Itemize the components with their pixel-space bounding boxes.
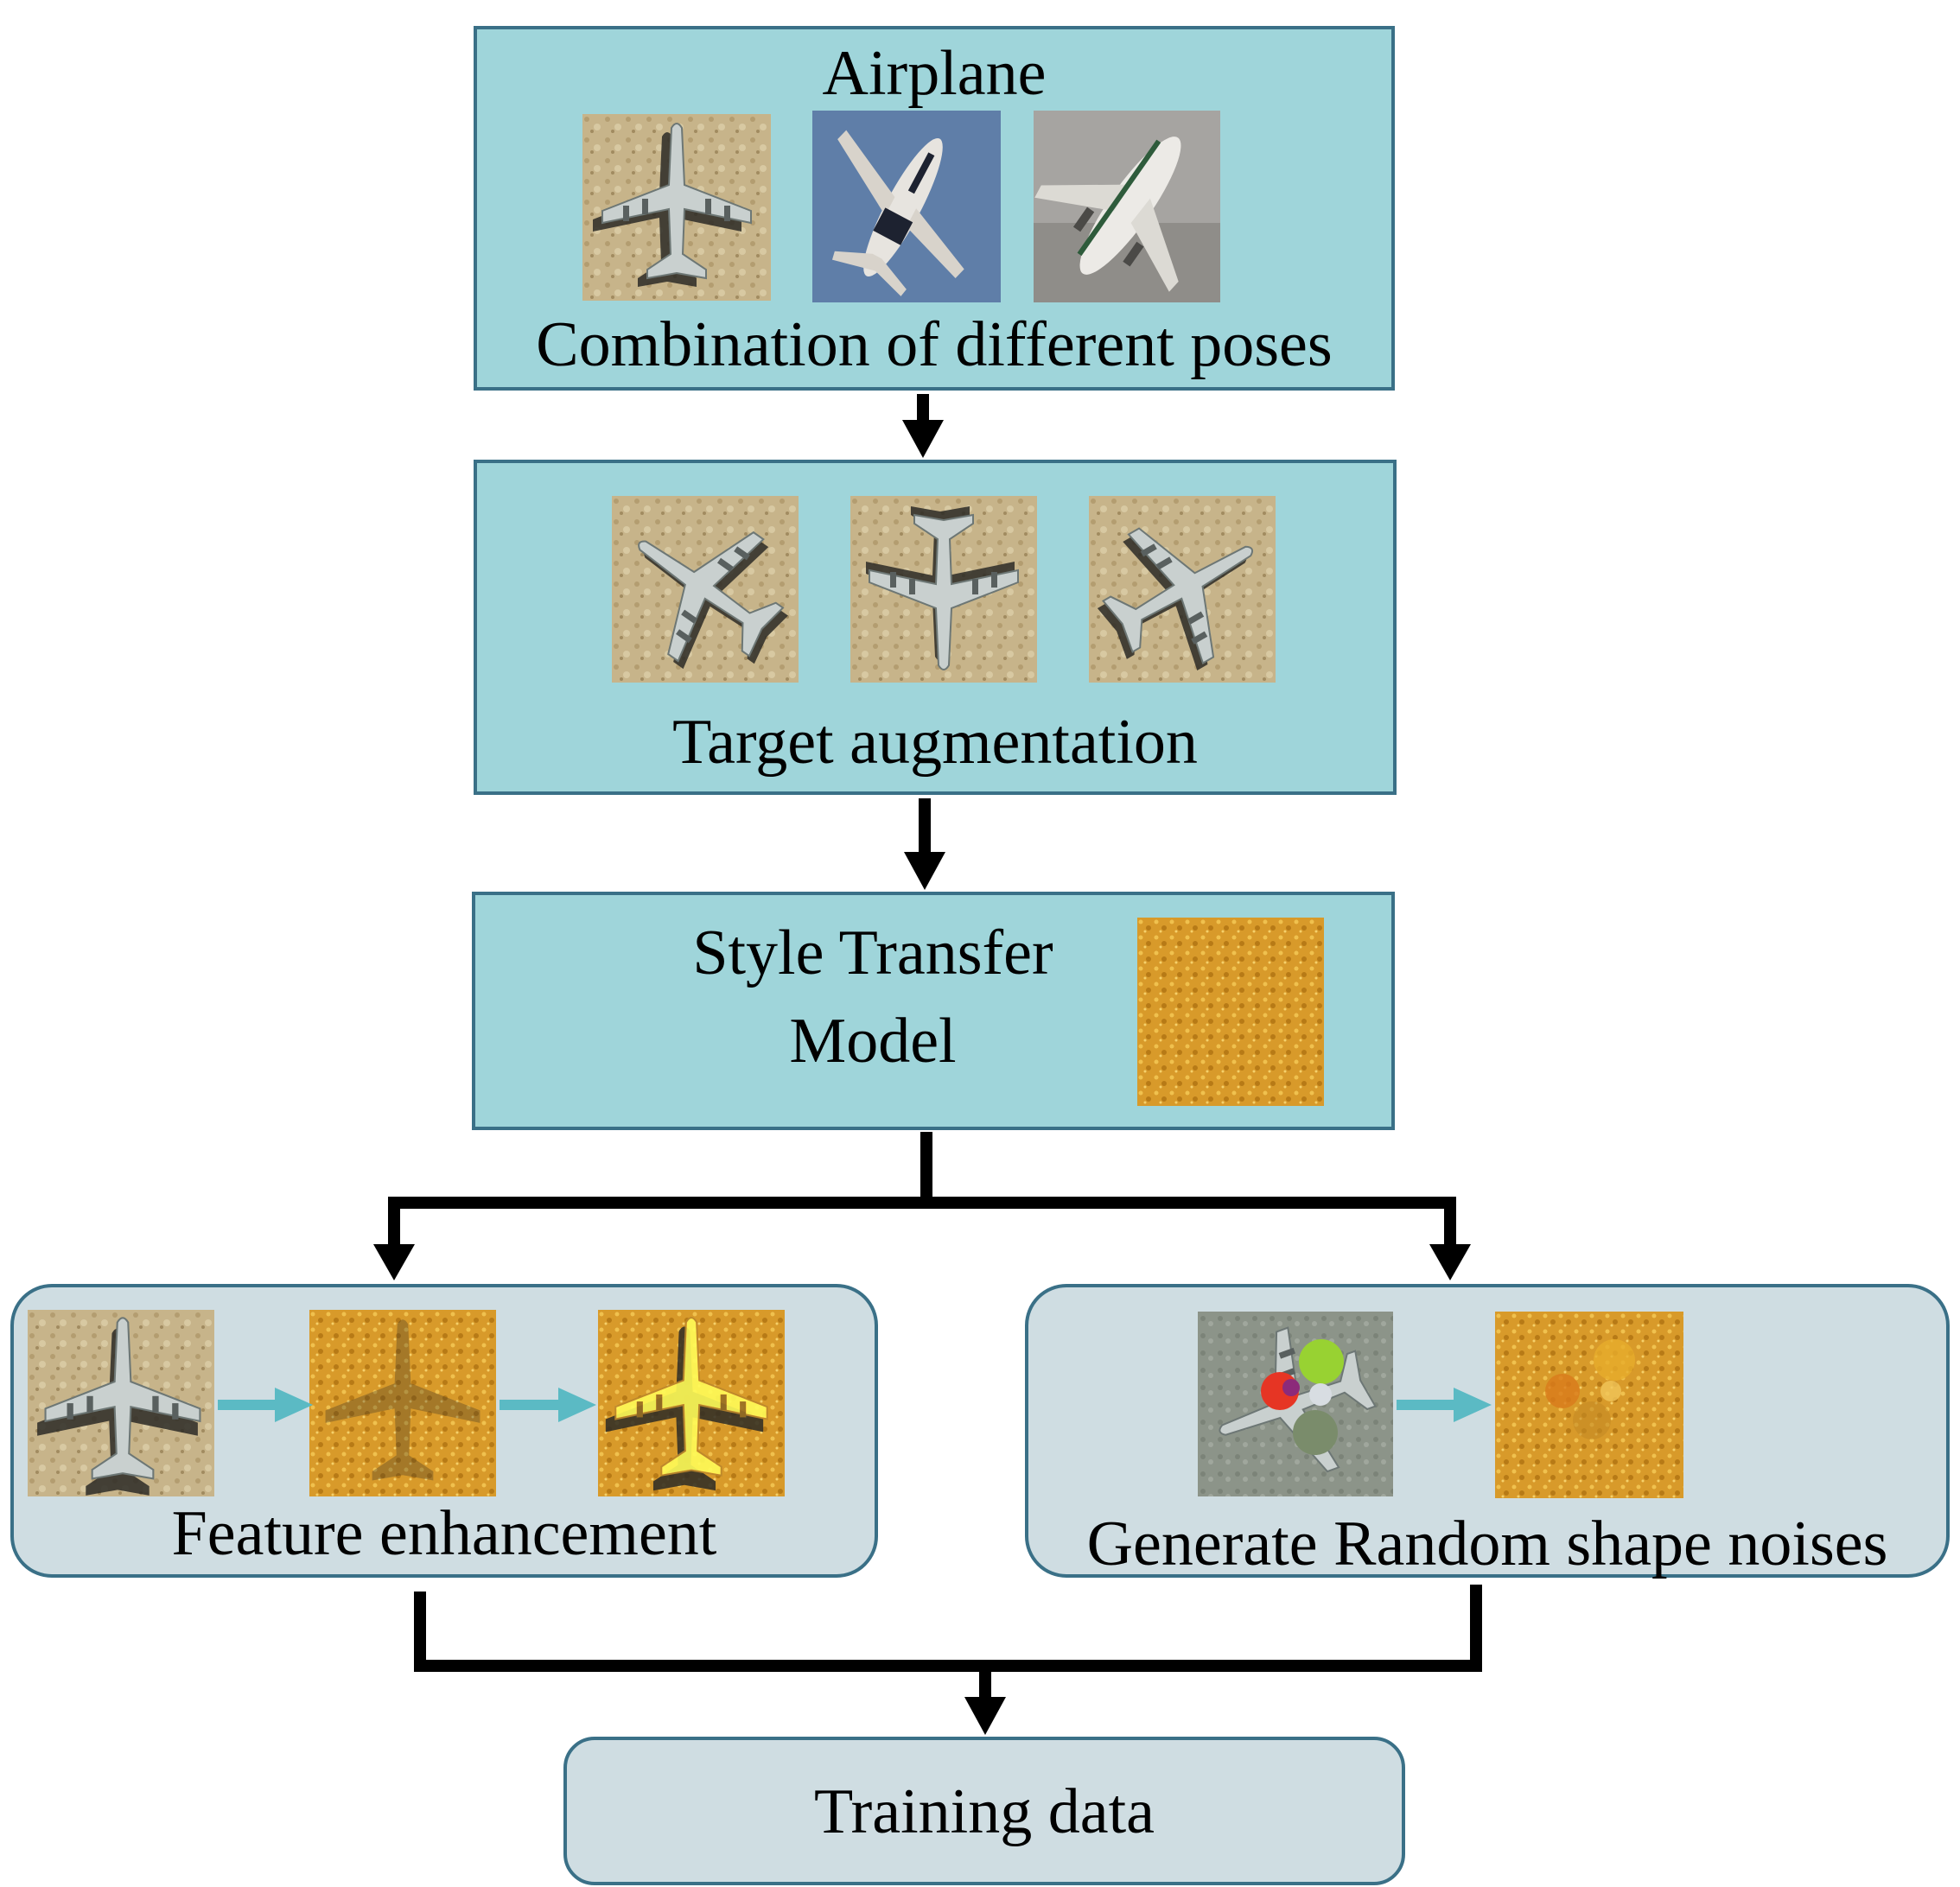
style-texture-image xyxy=(1137,918,1324,1106)
training-data-box xyxy=(563,1737,1405,1885)
noise-output-image xyxy=(1495,1312,1683,1498)
noise-box-caption: Generate Random shape noises xyxy=(1086,1509,1888,1579)
pose-box-title: Airplane xyxy=(822,38,1047,109)
pose-image-sky xyxy=(812,111,1001,302)
random-noise-box xyxy=(1025,1284,1950,1578)
style-box-line1: Style Transfer xyxy=(692,918,1053,988)
feature-box-caption: Feature enhancement xyxy=(171,1498,717,1569)
augment-box-caption: Target augmentation xyxy=(672,707,1198,778)
feature-step-arrow-2 xyxy=(500,1388,596,1422)
training-data-caption: Training data xyxy=(814,1776,1155,1847)
pose-image-takeoff xyxy=(1034,111,1220,302)
augment-image-2 xyxy=(850,496,1037,683)
style-box-line2: Model xyxy=(789,1006,957,1077)
pose-box-caption: Combination of different poses xyxy=(536,309,1333,380)
pose-image-overhead xyxy=(582,114,771,301)
arrow-merge-to-training xyxy=(414,1585,1482,1735)
arrow-style-split xyxy=(373,1132,1471,1280)
augment-image-3 xyxy=(1089,496,1276,683)
feature-styled-image xyxy=(309,1310,496,1496)
augment-image-1 xyxy=(612,496,799,683)
arrow-pose-to-augment xyxy=(902,394,944,458)
noise-input-image xyxy=(1198,1312,1393,1496)
feature-step-arrow-1 xyxy=(218,1388,313,1422)
feature-enhanced-image xyxy=(598,1310,785,1496)
arrow-augment-to-style xyxy=(904,798,945,890)
noise-step-arrow xyxy=(1397,1388,1492,1422)
feature-input-image xyxy=(28,1310,214,1496)
